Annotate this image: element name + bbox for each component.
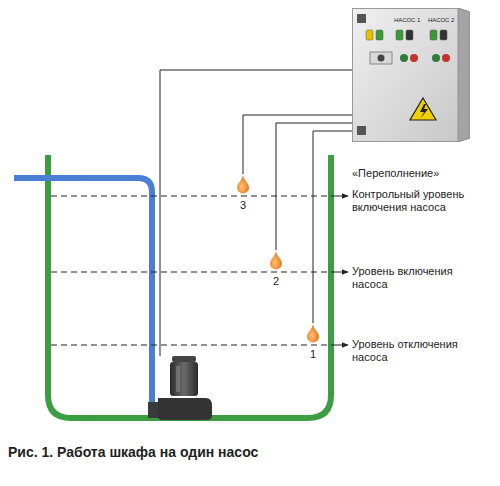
float-switch: 3 <box>236 174 250 212</box>
tank-wall <box>48 155 331 418</box>
figure-caption: Рис. 1. Работа шкафа на один насос <box>8 444 258 460</box>
float-switch <box>236 174 250 194</box>
float-switch <box>306 323 320 343</box>
level-label: Уровень отключения насоса <box>352 338 480 364</box>
signal-wire <box>243 115 352 174</box>
level-line <box>51 196 348 345</box>
level-label: Контрольный уровень включения насоса <box>352 188 480 214</box>
control-cabinet <box>352 8 470 142</box>
float-switch: 1 <box>306 323 320 361</box>
pump-cable <box>160 70 352 356</box>
panel-label: НАСОС 1 <box>394 17 420 23</box>
callout-number: 3 <box>236 199 250 212</box>
callout-number: 2 <box>269 275 283 288</box>
discharge-pipe <box>14 178 152 408</box>
callout-number: 1 <box>306 348 320 361</box>
panel-label: НАСОС 2 <box>428 17 454 23</box>
signal-wire <box>313 131 352 323</box>
level-label: Уровень включения насоса <box>352 265 480 291</box>
float-switch <box>269 250 283 270</box>
submersible-pump <box>148 356 212 420</box>
level-label: «Переполнение» <box>352 167 480 180</box>
control-cabinet: НАСОС 1 НАСОС 2 <box>352 8 470 142</box>
float-switch: 2 <box>269 250 283 288</box>
signal-wire <box>276 123 352 250</box>
